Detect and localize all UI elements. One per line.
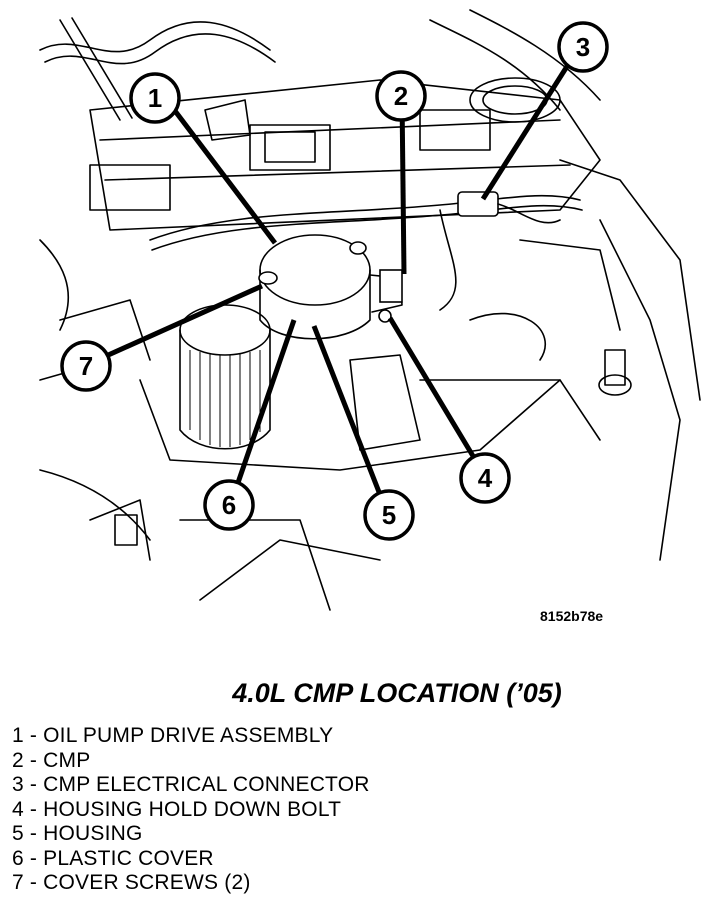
engine-illustration: 1 2 3 4 5 6 7 xyxy=(39,9,701,611)
svg-text:2: 2 xyxy=(394,81,408,111)
legend-item: 1 - OIL PUMP DRIVE ASSEMBLY xyxy=(12,724,334,747)
callout-2: 2 xyxy=(375,70,427,122)
callout-5: 5 xyxy=(363,489,415,541)
legend-item: 4 - HOUSING HOLD DOWN BOLT xyxy=(12,797,342,821)
svg-text:7: 7 xyxy=(79,351,93,381)
legend-list: 1 - OIL PUMP DRIVE ASSEMBLY 2 - CMP 3 - … xyxy=(12,724,370,896)
svg-text:3: 3 xyxy=(576,32,590,62)
callout-1: 1 xyxy=(129,72,181,124)
svg-text:6: 6 xyxy=(222,490,236,520)
callout-7: 7 xyxy=(60,340,112,392)
leader-lines xyxy=(84,47,581,516)
svg-text:5: 5 xyxy=(382,500,396,530)
legend-item: 6 - PLASTIC COVER xyxy=(12,846,214,870)
callout-6: 6 xyxy=(203,479,255,531)
legend-item: 2 - CMP xyxy=(12,748,91,772)
callout-4: 4 xyxy=(459,452,511,504)
svg-text:1: 1 xyxy=(148,83,162,113)
figure-title: 4.0L CMP LOCATION (’05) xyxy=(232,678,562,708)
figure-code: 8152b78e xyxy=(540,608,604,624)
callout-3: 3 xyxy=(557,21,609,73)
legend-item: 3 - CMP ELECTRICAL CONNECTOR xyxy=(12,773,370,796)
legend-item: 7 - COVER SCREWS (2) xyxy=(12,871,251,894)
svg-text:4: 4 xyxy=(478,463,493,493)
legend-item: 5 - HOUSING xyxy=(12,822,143,845)
